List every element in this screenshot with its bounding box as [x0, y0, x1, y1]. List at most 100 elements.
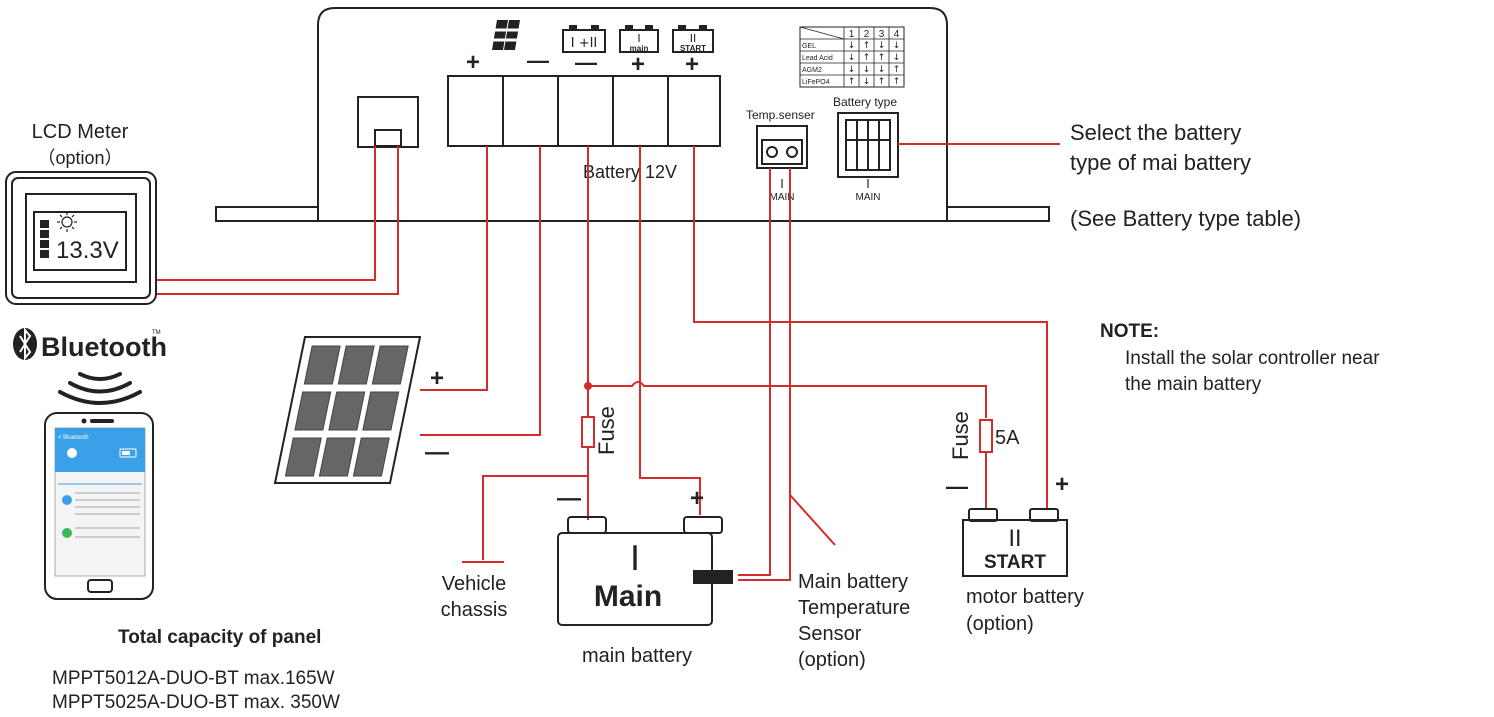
temp-sensor-caption-1: Main battery — [798, 571, 908, 593]
solar-cell — [303, 345, 341, 385]
lcd-meter-subtitle: （option） — [37, 148, 122, 168]
solar-cell — [362, 391, 400, 431]
battery-table-cell: ↑ — [893, 65, 901, 75]
bluetooth-icon — [19, 327, 32, 361]
pv-plus-sign: + — [466, 49, 480, 76]
phone-app-title: < Bluetooth — [58, 435, 89, 441]
battery-table-cell: ↑ — [863, 53, 871, 63]
select-battery-line-2: type of mai battery — [1070, 150, 1251, 175]
battery-table-cell: ↓ — [878, 65, 886, 75]
battery-table-cell: ↓ — [863, 77, 871, 87]
start-fuse — [979, 419, 993, 453]
svg-text:START: START — [680, 44, 706, 53]
capacity-line-2: MPPT5025A-DUO-BT max. 350W — [52, 692, 340, 713]
main-battery-caption: main battery — [582, 645, 692, 667]
wiring — [155, 143, 1060, 581]
dip-sub-roman: I — [866, 177, 870, 191]
bluetooth-tm: TM — [152, 330, 161, 336]
solar-controller: + — I +II — I main + II START + Battery … — [215, 7, 1050, 222]
note-line-2: the main battery — [1125, 374, 1262, 395]
solar-cell — [352, 437, 390, 477]
battery-table-cell: ↑ — [893, 77, 901, 87]
terminal-12-icon: I +II — [562, 25, 606, 53]
battery-type-label: Battery type — [833, 95, 897, 109]
wireless-waves-icon — [58, 372, 142, 405]
main-fuse-label: Fuse — [594, 406, 619, 455]
lcd-reading: 13.3V — [56, 237, 119, 264]
battery-table-cell: ↓ — [848, 41, 856, 51]
junction-dot — [584, 382, 592, 390]
bluetooth-label: Bluetooth — [41, 332, 167, 362]
temp-sensor-caption-3: Sensor — [798, 623, 862, 645]
battery-table-cell: ↑ — [848, 77, 856, 87]
terminal-main-icon: I main — [619, 25, 659, 53]
pv-minus-sign: — — [527, 48, 549, 73]
chassis-label-1: Vehicle — [442, 573, 507, 595]
main-battery-name: Main — [594, 580, 662, 613]
main-battery-minus: — — [557, 485, 581, 512]
solar-panel — [273, 336, 422, 484]
terminal-block — [447, 75, 721, 147]
temp-sensor-caption-2: Temperature — [798, 597, 910, 619]
start-battery-name: START — [984, 552, 1046, 573]
terminal-12-sign: — — [575, 50, 597, 75]
main-battery: I Main — [557, 516, 733, 626]
battery-table-cell: ↑ — [878, 77, 886, 87]
note-title: NOTE: — [1100, 321, 1159, 342]
battery-table-col-header: 2 — [864, 29, 870, 40]
battery-table-cell: ↓ — [893, 53, 901, 63]
select-battery-line-1: Select the battery — [1070, 120, 1241, 145]
battery-table-row-name: GEL — [802, 43, 816, 50]
solar-cell — [318, 437, 356, 477]
temp-senser-label: Temp.senser — [746, 108, 815, 122]
temp-sensor-port — [756, 125, 808, 169]
dip-switch — [837, 112, 899, 178]
start-battery-caption-2: (option) — [966, 613, 1034, 635]
battery-table-cell: ↓ — [848, 53, 856, 63]
capacity-title: Total capacity of panel — [118, 627, 321, 648]
battery-table-cell: ↓ — [893, 41, 901, 51]
start-battery-plus: + — [1055, 471, 1069, 498]
svg-text:main: main — [630, 44, 649, 53]
start-battery-minus: — — [946, 474, 968, 499]
battery-table-cell: ↑ — [878, 53, 886, 63]
battery-table-row-name: LiFePO4 — [802, 79, 830, 86]
solar-panel-icon — [490, 20, 522, 50]
start-fuse-rating: 5A — [995, 427, 1020, 449]
battery-12v-label: Battery 12V — [583, 162, 677, 182]
solar-cell — [371, 345, 409, 385]
battery-table-cell: ↓ — [863, 65, 871, 75]
temp-port-sub-roman: I — [780, 177, 784, 191]
lcd-meter-title: LCD Meter — [32, 121, 129, 143]
svg-text:I: I — [637, 32, 640, 45]
bluetooth-logo: Bluetooth TM — [13, 327, 167, 362]
battery-table-col-header: 3 — [879, 29, 885, 40]
temp-sensor-probe — [693, 570, 733, 584]
terminal-start-icon: II START — [672, 25, 714, 53]
battery-table-cell: ↓ — [848, 65, 856, 75]
start-battery: II START — [962, 508, 1068, 577]
battery-table-col-header: 1 — [849, 29, 855, 40]
svg-text:I +II: I +II — [571, 36, 598, 51]
solar-cell — [294, 391, 332, 431]
battery-table-row-name: Lead Acid — [802, 55, 833, 62]
battery-table-cell: ↑ — [863, 41, 871, 51]
dip-sub-main: MAIN — [856, 192, 881, 203]
main-battery-plus: + — [690, 485, 704, 512]
start-battery-roman: II — [1009, 527, 1022, 552]
battery-table-cell: ↓ — [878, 41, 886, 51]
panel-minus-sign: — — [425, 439, 449, 466]
main-battery-roman: I — [630, 539, 640, 579]
capacity-line-1: MPPT5012A-DUO-BT max.165W — [52, 668, 335, 689]
main-fuse — [581, 416, 595, 448]
start-fuse-label: Fuse — [948, 411, 973, 460]
smartphone: < Bluetooth — [44, 412, 154, 600]
panel-plus-sign: + — [430, 365, 444, 392]
terminal-main-sign: + — [631, 51, 645, 78]
temp-sensor-caption-4: (option) — [798, 649, 866, 671]
sun-icon — [57, 212, 77, 232]
start-battery-caption-1: motor battery — [966, 586, 1084, 608]
see-table-note: (See Battery type table) — [1070, 206, 1301, 231]
